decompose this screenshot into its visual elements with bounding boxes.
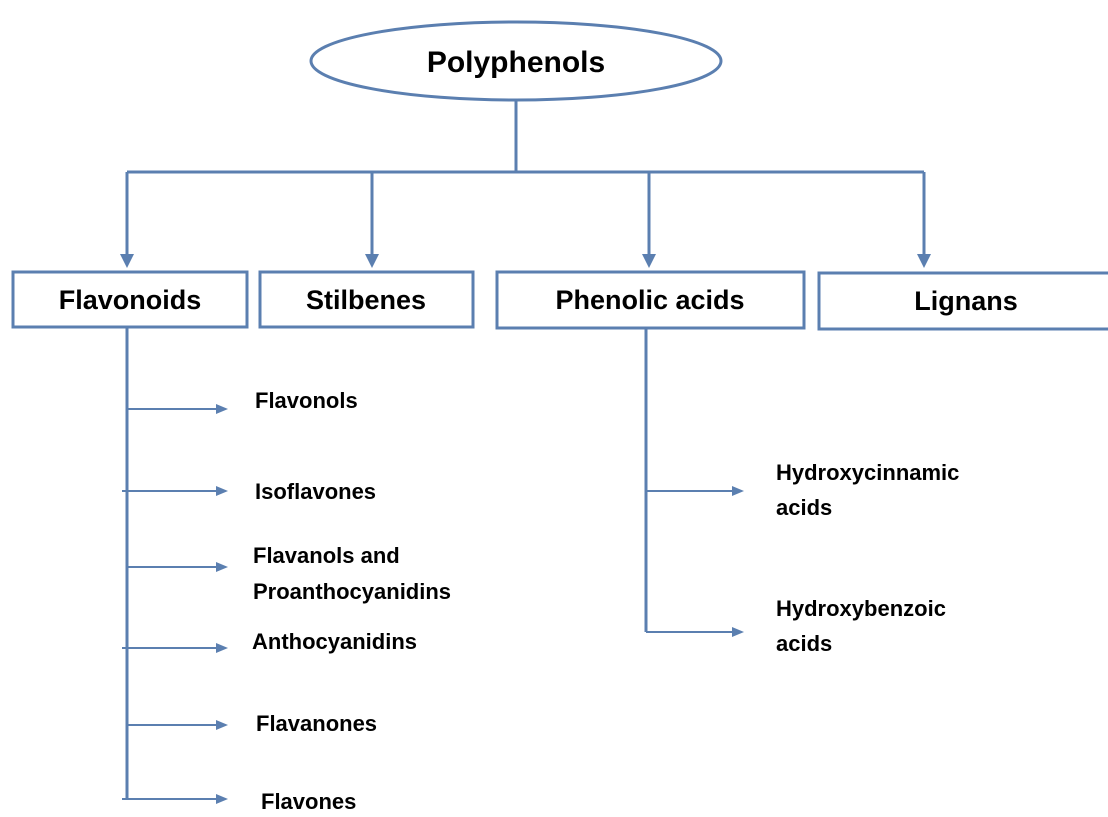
phenolic-acids-box (495, 270, 806, 330)
flavanols-label-line1: Flavanols and (253, 543, 400, 568)
stilbenes-arrowhead (365, 254, 379, 268)
anthocyanidins-arrowhead (216, 643, 228, 653)
root-label: Polyphenols (427, 46, 605, 79)
category-flavonoids: Flavonoids (11, 270, 249, 329)
flavonoids-label: Flavonoids (59, 285, 202, 315)
flavanols-arrowhead (216, 562, 228, 572)
flavonoids-arrowhead (120, 254, 134, 268)
lignans-arrowhead (917, 254, 931, 268)
hydroxybenzoic-arrowhead (732, 627, 744, 637)
flavonoid-subclasses: Flavonols Isoflavones Flavanols and Proa… (122, 327, 451, 814)
phenolic-acids-arrowhead (642, 254, 656, 268)
lignans-label: Lignans (914, 286, 1018, 316)
flavones-label: Flavones (261, 789, 356, 814)
phenolic-acids-label: Phenolic acids (555, 285, 744, 315)
isoflavones-label: Isoflavones (255, 479, 376, 504)
flavanones-label: Flavanones (256, 711, 377, 736)
isoflavones-arrowhead (216, 486, 228, 496)
hydroxycinnamic-arrowhead (732, 486, 744, 496)
flavonols-arrowhead (216, 404, 228, 414)
hydroxybenzoic-label-line1: Hydroxybenzoic (776, 596, 946, 621)
category-lignans: Lignans (817, 271, 1108, 331)
hydroxybenzoic-label-line2: acids (776, 631, 832, 656)
phenolic-acid-subclasses: Hydroxycinnamic acids Hydroxybenzoic aci… (644, 328, 959, 656)
anthocyanidins-label: Anthocyanidins (252, 629, 417, 654)
category-phenolic-acids: Phenolic acids (495, 270, 806, 330)
category-stilbenes: Stilbenes (258, 270, 475, 329)
flavanols-label-line2: Proanthocyanidins (253, 579, 451, 604)
root-connectors (120, 100, 931, 268)
stilbenes-box (258, 270, 475, 329)
hydroxycinnamic-label-line2: acids (776, 495, 832, 520)
hydroxycinnamic-label-line1: Hydroxycinnamic (776, 460, 959, 485)
flavones-arrowhead (216, 794, 228, 804)
stilbenes-label: Stilbenes (306, 285, 426, 315)
flavonoids-box (11, 270, 249, 329)
lignans-box (817, 271, 1108, 331)
flavonols-label: Flavonols (255, 388, 358, 413)
root-node: Polyphenols (309, 20, 723, 102)
flavanones-arrowhead (216, 720, 228, 730)
